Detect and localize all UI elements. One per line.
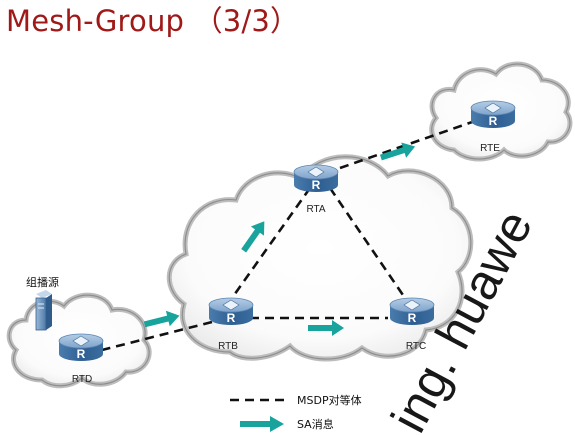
router-rta-icon: R [293,164,339,192]
sa-arrow-rtb-to-rtc [308,320,344,336]
router-rtb-icon: R [208,297,254,325]
svg-text:R: R [77,347,86,361]
sa-arrow-rtd-to-rtb [143,310,180,328]
router-rtc-icon: R [389,297,435,325]
router-rtd-icon: R [58,333,104,361]
svg-text:R: R [312,178,321,192]
router-rta-label: RTA [306,204,325,215]
svg-text:R: R [227,311,236,325]
peer-link-rtb-rtd [101,320,213,352]
msdp-peer-links [101,118,479,352]
router-rte-icon: R [470,100,516,128]
svg-text:R: R [489,114,498,128]
peer-link-rta-rte [339,118,479,170]
multicast-source-server-icon [35,290,52,331]
legend-sa-label: SA消息 [297,417,334,431]
router-rte-label: RTE [480,143,500,154]
legend-peer-label: MSDP对等体 [297,393,362,407]
svg-text:R: R [408,311,417,325]
multicast-source-label: 组播源 [26,275,59,289]
sa-arrow-rtb-to-rta [241,221,265,253]
sa-arrow-rta-to-rte [379,142,416,161]
sa-message-arrows [143,142,416,336]
peer-link-rta-rtb [230,187,312,299]
router-rtd-label: RTD [72,374,92,385]
router-rtb-label: RTB [218,341,238,352]
peer-link-rta-rtc [328,187,407,299]
slide-title: Mesh-Group （3/3） [6,4,300,38]
router-rtc-label: RTC [406,341,426,352]
legend: MSDP对等体 SA消息 [230,393,362,432]
legend-sa-arrow [240,416,284,432]
